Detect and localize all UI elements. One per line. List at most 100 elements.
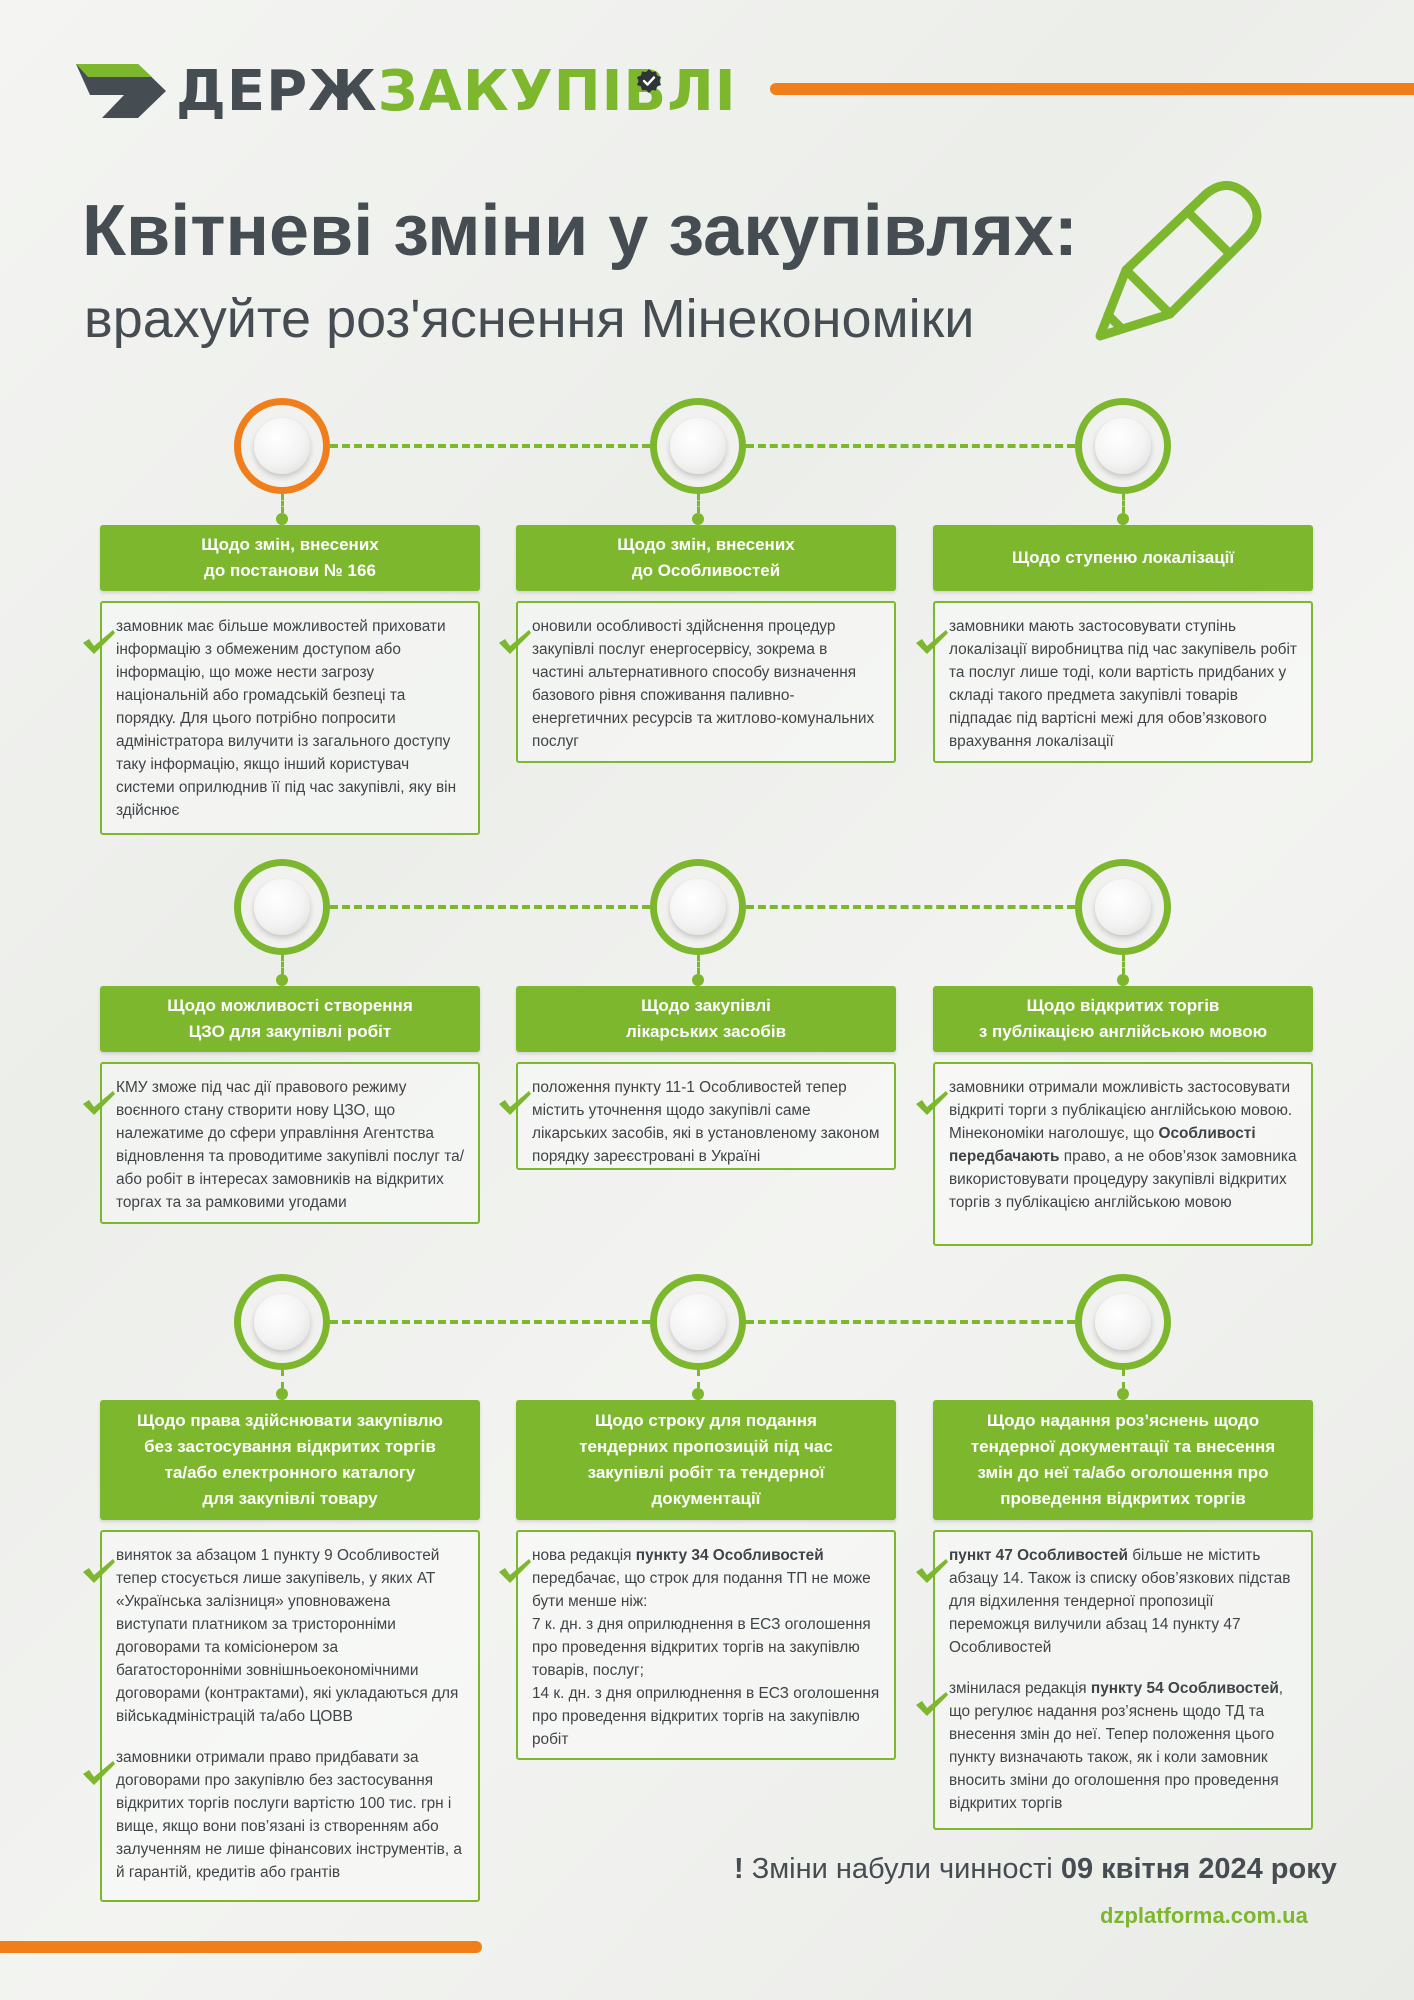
- logo-arrow-icon: [76, 64, 166, 118]
- paragraph-bold: пункт 47 Особливостей: [949, 1547, 1128, 1564]
- card-header-line: Щодо можливості створення: [167, 996, 413, 1015]
- card-header-line: Щодо ступеню локалізації: [1011, 548, 1235, 567]
- timeline-stem: [281, 1370, 284, 1388]
- paragraph-text: право, а не обов’язок замовника використ…: [949, 1148, 1297, 1211]
- paragraph-bold: пункту 54 Особливостей: [1090, 1680, 1279, 1697]
- timeline-connector: [330, 444, 650, 448]
- card-paragraph: замовники мають застосовувати ступінь ло…: [916, 615, 1297, 753]
- timeline-node-button: [1095, 418, 1151, 474]
- bottom-accent-line: [0, 1941, 482, 1953]
- paragraph-text: замовники мають застосовувати ступінь ло…: [949, 618, 1297, 750]
- card-header-line: Щодо змін, внесених: [617, 535, 795, 554]
- checkmark-icon: [83, 1091, 115, 1115]
- checkmark-icon: [499, 630, 531, 654]
- verified-badge-icon: [637, 69, 661, 93]
- card-paragraph: замовник має більше можливостей приховат…: [83, 615, 464, 822]
- paragraph-text: положення пункту 11-1 Особливостей тепер…: [532, 1079, 880, 1165]
- checkmark-icon: [83, 1559, 115, 1583]
- card-header-line: Щодо закупівлі: [641, 996, 771, 1015]
- website-link[interactable]: dzplatforma.com.ua: [1100, 1903, 1308, 1928]
- checkmark-icon: [916, 1692, 948, 1716]
- card-header-line: тендерних пропозицій під час: [579, 1437, 833, 1456]
- card-header-line: змін до неї та/або оголошення про: [977, 1463, 1269, 1482]
- paragraph-text: виняток за абзацом 1 пункту 9 Особливост…: [116, 1547, 459, 1725]
- timeline-dot: [692, 513, 704, 525]
- timeline-node: [234, 1274, 330, 1370]
- brand-name-green: ЗАКУПІВЛІ: [377, 59, 737, 124]
- card-header-line: Щодо надання роз’яснень щодо: [986, 1411, 1260, 1430]
- pencil-icon: [1095, 181, 1262, 341]
- card-header-line: тендерної документації та внесення: [970, 1437, 1276, 1456]
- timeline-connector: [330, 905, 650, 909]
- card-body: виняток за абзацом 1 пункту 9 Особливост…: [83, 1530, 480, 1902]
- timeline-node: [650, 859, 746, 955]
- note-date: 09 квітня 2024 року: [1060, 1853, 1337, 1885]
- paragraph-bold: Особливості передбачають: [949, 1125, 1256, 1165]
- card-body: замовники отримали можливість застосовув…: [916, 1062, 1313, 1246]
- card-paragraph: замовники отримали право придбавати за д…: [83, 1746, 464, 1884]
- timeline-node: [650, 398, 746, 494]
- brand-name-dark: ДЕРЖ: [176, 59, 378, 124]
- card-body: положення пункту 11-1 Особливостей тепер…: [499, 1062, 896, 1170]
- card-header-line: лікарських засобів: [625, 1022, 787, 1041]
- timeline-node-button: [670, 418, 726, 474]
- checkmark-icon: [83, 1761, 115, 1785]
- card-header-line: та/або електронного каталогу: [164, 1463, 416, 1482]
- paragraph-text: змінилася редакція: [949, 1680, 1091, 1697]
- paragraph-text: , що регулює надання роз’яснень щодо ТД …: [949, 1680, 1284, 1812]
- card-paragraph: пункт 47 Особливостей більше не містить …: [916, 1544, 1297, 1659]
- paragraph-text: замовники отримали право придбавати за д…: [116, 1749, 462, 1881]
- card-body: пункт 47 Особливостей більше не містить …: [916, 1530, 1313, 1830]
- card-header-text: Щодо змін, внесених до Особливостей: [617, 532, 794, 584]
- timeline-node: [234, 859, 330, 955]
- card-body: КМУ зможе під час дії правового режиму в…: [83, 1062, 480, 1224]
- timeline-node-button: [670, 879, 726, 935]
- card-header-text: Щодо ступеню локалізації: [1012, 545, 1234, 571]
- card-header-line: ЦЗО для закупівлі робіт: [188, 1022, 392, 1041]
- card-paragraph: нова редакція пункту 34 Особливостей пер…: [499, 1544, 880, 1751]
- card-header-line: для закупівлі товару: [202, 1489, 378, 1508]
- card-header-line: Щодо права здійснювати закупівлю: [137, 1411, 443, 1430]
- page-subtitle: врахуйте роз'яснення Мінекономіки: [84, 289, 975, 349]
- card-header: Щодо закупівлі лікарських засобів: [516, 986, 896, 1052]
- card-header: Щодо надання роз’яснень щодо тендерної до…: [933, 1400, 1313, 1520]
- paragraph-bold: пункту 34 Особливостей: [635, 1547, 824, 1564]
- timeline-dot: [276, 1388, 288, 1400]
- card-header-line: закупівлі робіт та тендерної: [587, 1463, 825, 1482]
- timeline-stem: [697, 955, 700, 974]
- timeline-node: [1075, 398, 1171, 494]
- timeline-node-button: [1095, 879, 1151, 935]
- card-header-line: Щодо відкритих торгів: [1026, 996, 1220, 1015]
- timeline-connector: [746, 905, 1075, 909]
- card-paragraph: КМУ зможе під час дії правового режиму в…: [83, 1076, 464, 1214]
- checkmark-icon: [83, 630, 115, 654]
- paragraph-text: нова редакція: [532, 1547, 636, 1564]
- timeline-connector: [746, 444, 1075, 448]
- effective-date-note: ! Зміни набули чинності 09 квітня 2024 р…: [734, 1853, 1337, 1886]
- paragraph-text: замовники отримали можливість застосовув…: [949, 1079, 1293, 1142]
- page-title: Квітневі зміни у закупівлях:: [82, 191, 1078, 271]
- card-paragraph: оновили особливості здійснення процедур …: [499, 615, 880, 753]
- card-header-line: до Особливостей: [631, 561, 781, 580]
- paragraph-line: 7 к. дн. з дня оприлюднення в ЕСЗ оголош…: [532, 1616, 871, 1679]
- paragraph-text: замовник має більше можливостей приховат…: [116, 618, 457, 819]
- timeline-node: [1075, 1274, 1171, 1370]
- card-header: Щодо змін, внесених до Особливостей: [516, 525, 896, 591]
- timeline-connector: [330, 1320, 650, 1324]
- timeline-stem: [1122, 1370, 1125, 1388]
- timeline-dot: [1117, 1388, 1129, 1400]
- paragraph-text: КМУ зможе під час дії правового режиму в…: [116, 1079, 464, 1211]
- timeline-node-button: [1095, 1294, 1151, 1350]
- checkmark-icon: [916, 1091, 948, 1115]
- timeline-node-button: [254, 418, 310, 474]
- timeline-dot: [1117, 974, 1129, 986]
- card-header-line: до постанови № 166: [204, 561, 376, 580]
